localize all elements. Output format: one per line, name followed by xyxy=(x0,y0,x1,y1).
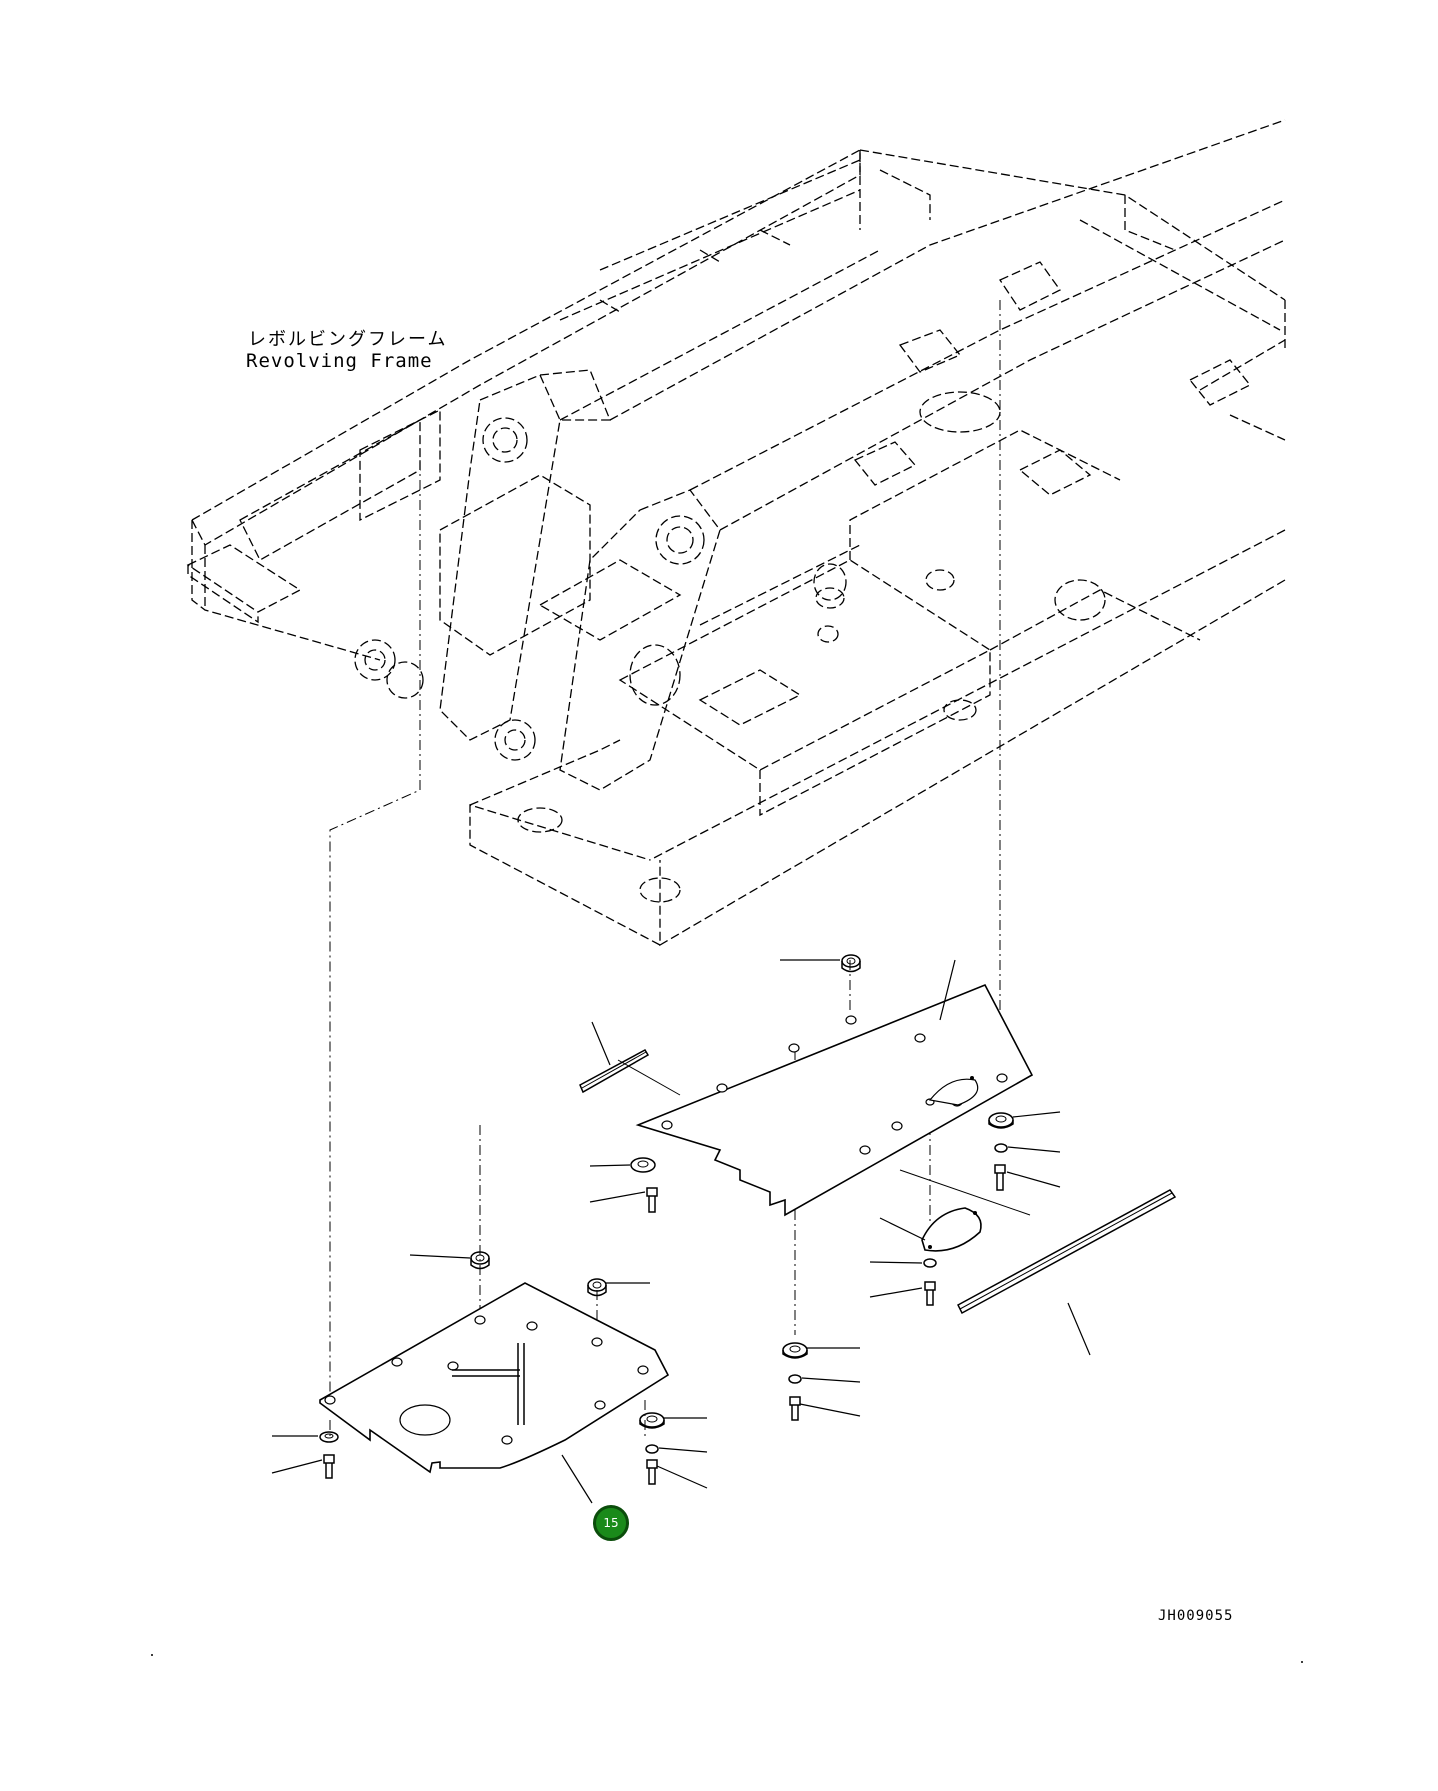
leader-lines xyxy=(271,959,1091,1504)
washer-right-1 xyxy=(988,1112,1014,1129)
washer-bottom-right-plate xyxy=(639,1412,665,1429)
fasteners xyxy=(319,954,1014,1485)
document-id: JH009055 xyxy=(1158,1608,1234,1624)
collar-center xyxy=(587,1278,607,1297)
washer-mid-left xyxy=(630,1157,656,1173)
bolt-right xyxy=(994,1164,1006,1191)
frame-label-english: Revolving Frame xyxy=(246,350,433,372)
round-cover xyxy=(921,1207,982,1252)
collar-top xyxy=(841,954,861,973)
spring-washer-right xyxy=(994,1143,1008,1153)
bolt-center xyxy=(789,1396,801,1421)
lower-cover-plate xyxy=(319,1282,670,1474)
spring-washer-center xyxy=(788,1374,802,1384)
washer-bottom-left xyxy=(319,1431,339,1443)
spring-washer-plate xyxy=(645,1444,659,1454)
seal-strips xyxy=(579,1049,1177,1315)
bolt-left xyxy=(323,1454,335,1479)
alignment-lines xyxy=(329,300,1031,1440)
revolving-frame xyxy=(186,119,1286,947)
spring-washer-cover xyxy=(923,1258,937,1268)
bolt-cover xyxy=(924,1281,936,1306)
callout-15[interactable]: 15 xyxy=(593,1505,629,1541)
washer-bottom-center xyxy=(782,1342,808,1359)
bolt-mid-left xyxy=(646,1187,658,1213)
bolt-plate xyxy=(646,1459,658,1485)
upper-cover-plate xyxy=(635,983,1034,1217)
collar-left-upper xyxy=(470,1251,490,1270)
frame-label-japanese: レボルビングフレーム xyxy=(248,329,448,350)
